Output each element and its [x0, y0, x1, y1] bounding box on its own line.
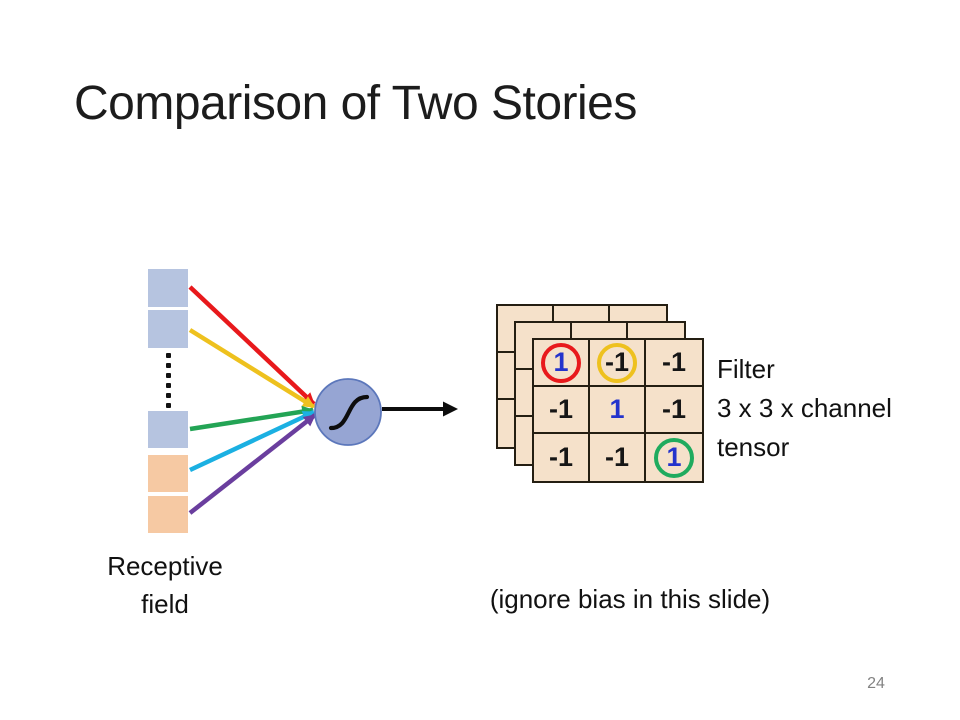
filter-cell-value: -1	[548, 394, 573, 424]
receptive-field-label: Receptive field	[70, 547, 260, 623]
filter-cell-0-2: -1	[646, 340, 702, 387]
slide-title: Comparison of Two Stories	[74, 77, 637, 130]
connection-line-purple	[188, 413, 317, 515]
caption: (ignore bias in this slide)	[489, 584, 771, 614]
filter-cell-value: -1	[548, 442, 573, 472]
connection-line-green	[189, 405, 315, 432]
filter-cell-2-2: 1	[646, 434, 702, 481]
filter-label-line3: tensor	[717, 432, 790, 462]
filter-cell-0-0: 1	[534, 340, 590, 387]
highlight-ring-red	[541, 342, 581, 383]
filter-cell-2-1: -1	[590, 434, 646, 481]
connection-line-cyan	[189, 409, 316, 473]
filter-cell-0-1: -1	[590, 340, 646, 387]
filter-cell-value: 1	[553, 347, 569, 377]
filter-layer-front: 1 -1 -1 -1 1 -1 -1 -1 1	[532, 338, 704, 483]
filter-cell-value: -1	[661, 394, 686, 424]
connection-line-red	[188, 285, 316, 406]
highlight-ring-green	[654, 437, 694, 478]
filter-cell-1-1: 1	[590, 387, 646, 434]
filter-label: Filter 3 x 3 x channel tensor	[717, 350, 892, 467]
filter-cell-value: -1	[604, 347, 629, 377]
ellipsis-dots-icon	[166, 353, 171, 408]
receptive-field-square-4	[148, 455, 188, 492]
receptive-field-square-1	[148, 269, 188, 307]
filter-cell-value: 1	[666, 442, 682, 472]
connection-line-yellow	[188, 328, 316, 409]
receptive-field-square-2	[148, 310, 188, 348]
neuron-circle	[314, 378, 382, 446]
output-arrow-head-icon	[443, 401, 458, 417]
sigmoid-icon	[328, 394, 370, 431]
filter-cell-value: -1	[661, 347, 686, 377]
page-number: 24	[867, 675, 885, 692]
receptive-field-square-3	[148, 411, 188, 448]
filter-cell-value: -1	[604, 442, 629, 472]
filter-cell-2-0: -1	[534, 434, 590, 481]
receptive-field-label-line1: Receptive	[107, 551, 223, 581]
filter-cell-1-0: -1	[534, 387, 590, 434]
filter-label-line2: 3 x 3 x channel	[717, 393, 892, 423]
receptive-field-square-5	[148, 496, 188, 533]
receptive-field-label-line2: field	[141, 589, 189, 619]
filter-cell-value: 1	[609, 394, 625, 424]
highlight-ring-yellow	[597, 342, 637, 383]
filter-label-line1: Filter	[717, 354, 775, 384]
filter-cell-1-2: -1	[646, 387, 702, 434]
